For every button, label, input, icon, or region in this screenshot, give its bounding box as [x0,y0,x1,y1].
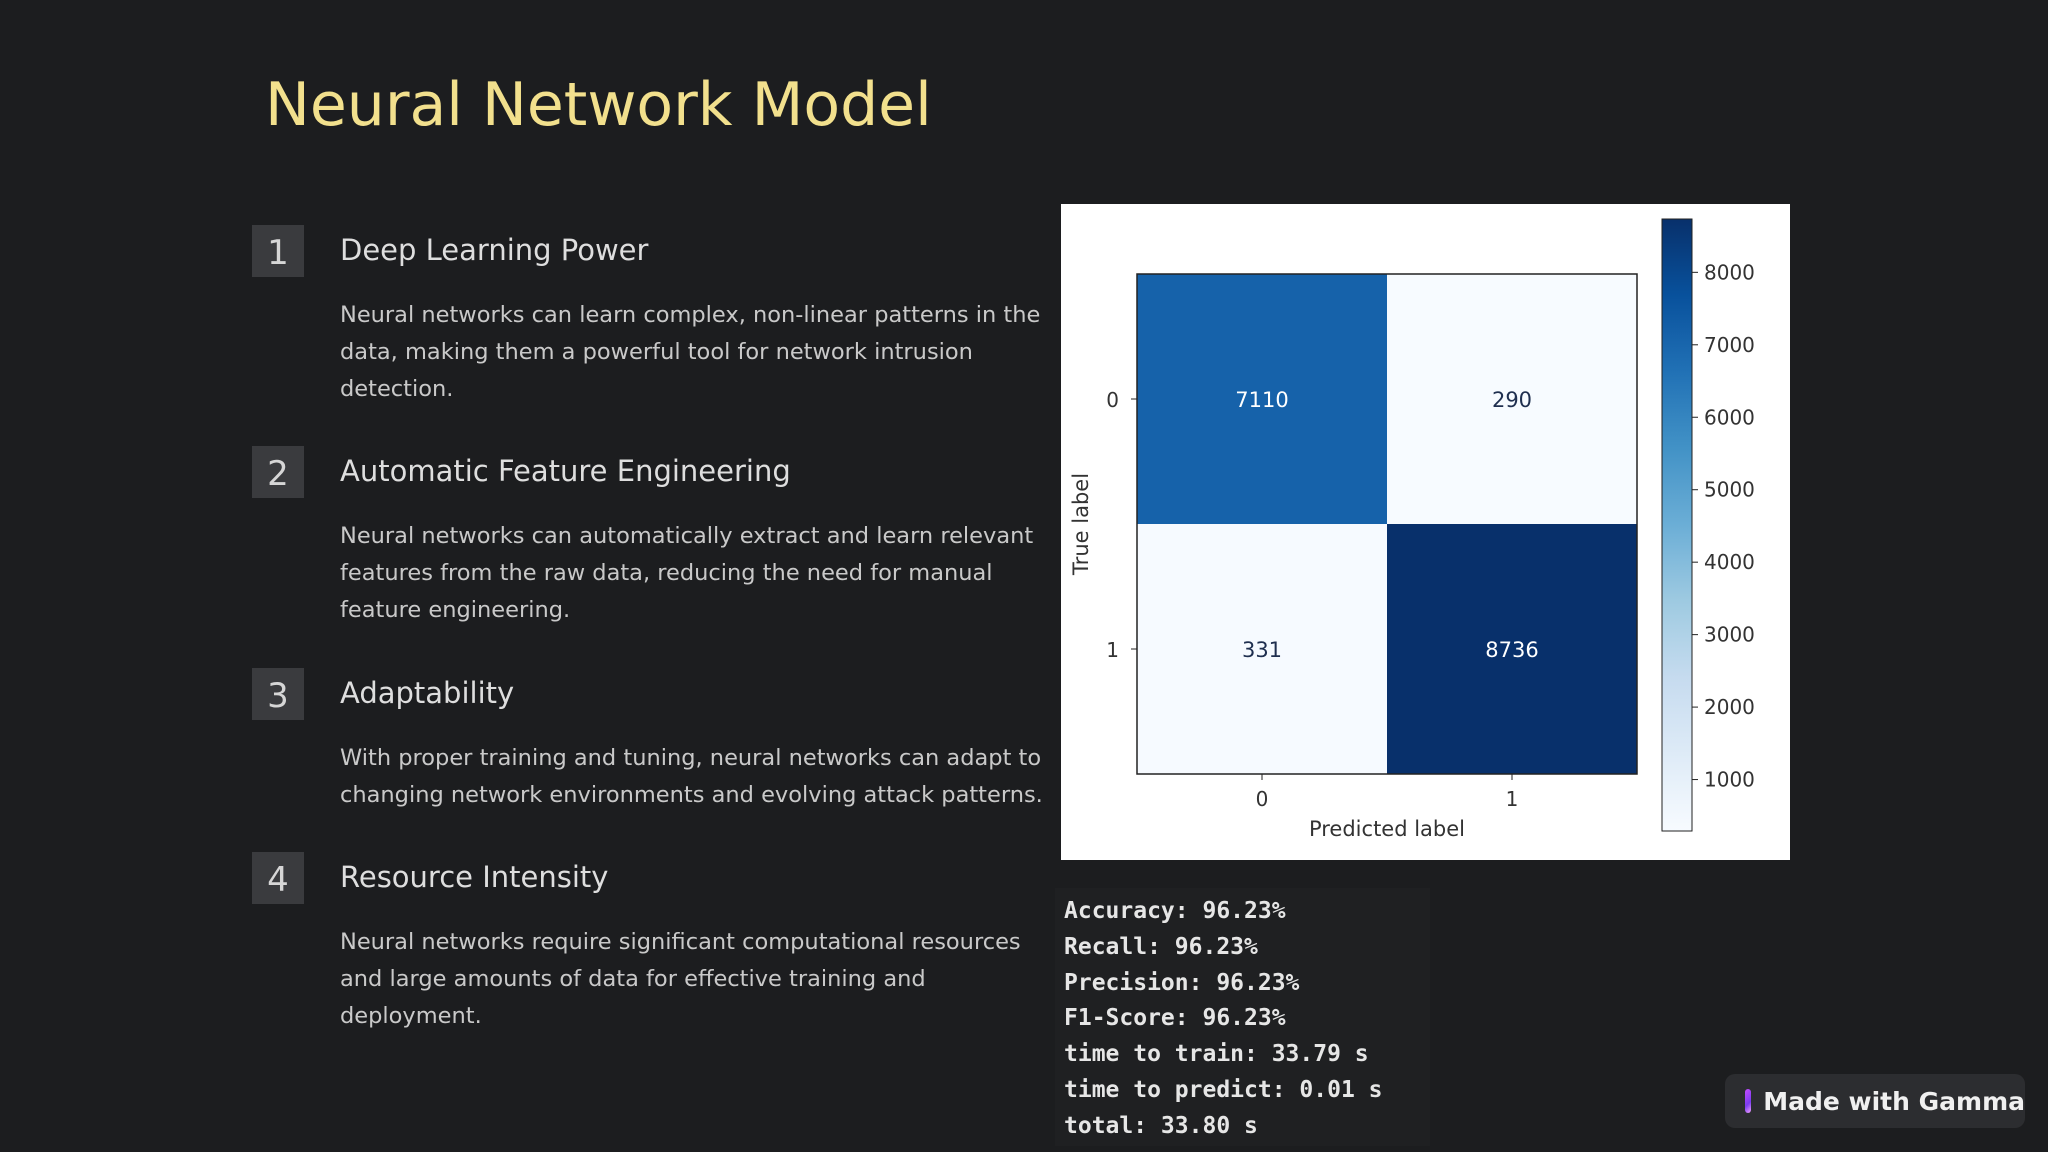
metric-line: total: 33.80 s [1064,1112,1258,1139]
item-description: Neural networks can learn complex, non-l… [340,302,1041,402]
metric-line: Recall: 96.23% [1064,933,1258,960]
metric-line: F1-Score: 96.23% [1064,1005,1286,1032]
item-title: Resource Intensity [340,860,609,894]
heatmap-cell [1387,524,1637,774]
item-title: Adaptability [340,676,515,710]
colorbar-tick-label: 4000 [1704,550,1755,574]
metric-line: time to train: 33.79 s [1064,1041,1369,1068]
x-axis-label: Predicted label [1309,817,1465,841]
y-tick-label: 0 [1106,388,1119,412]
item-number: 1 [252,225,304,277]
colorbar-tick-label: 3000 [1704,623,1755,647]
item-title: Automatic Feature Engineering [340,454,791,488]
matrix-frame [1136,273,1638,775]
colorbar-tick-label: 7000 [1704,333,1755,357]
item-number: 2 [252,446,304,498]
y-axis-label: True label [1069,473,1093,576]
colorbar-tick-label: 6000 [1704,405,1755,429]
item-description: Neural networks can automatically extrac… [340,523,1034,623]
colorbar [1661,218,1693,832]
heatmap-cell [1137,274,1387,524]
gamma-logo-icon [1745,1089,1763,1113]
cell-value-label: 331 [1242,638,1282,662]
x-tick-label: 1 [1506,787,1519,811]
badge-label: Made with Gamma [1763,1086,2025,1116]
cell-value-label: 8736 [1485,638,1538,662]
metric-line: time to predict: 0.01 s [1064,1076,1383,1103]
page-title: Neural Network Model [265,70,932,140]
item-number: 4 [252,852,304,904]
metric-line: Precision: 96.23% [1064,969,1300,996]
y-tick-label: 1 [1106,638,1119,662]
colorbar-tick-label: 1000 [1704,768,1755,792]
item-description: With proper training and tuning, neural … [340,745,1043,808]
heatmap-cell [1137,524,1387,774]
metric-line: Accuracy: 96.23% [1064,898,1286,924]
x-tick-label: 0 [1256,787,1269,811]
made-with-gamma-badge[interactable]: Made with Gamma [1725,1074,2025,1128]
colorbar-tick-label: 8000 [1704,260,1755,284]
item-number: 3 [252,668,304,720]
colorbar-tick-label: 2000 [1704,695,1755,719]
item-description: Neural networks require significant comp… [340,929,1021,1029]
item-title: Deep Learning Power [340,233,649,267]
cell-value-label: 7110 [1235,388,1288,412]
colorbar-tick-label: 5000 [1704,478,1755,502]
metrics-output: Accuracy: 96.23% Recall: 96.23% Precision:… [1055,888,1430,1146]
cell-value-label: 290 [1492,388,1532,412]
heatmap-cell [1387,274,1637,524]
